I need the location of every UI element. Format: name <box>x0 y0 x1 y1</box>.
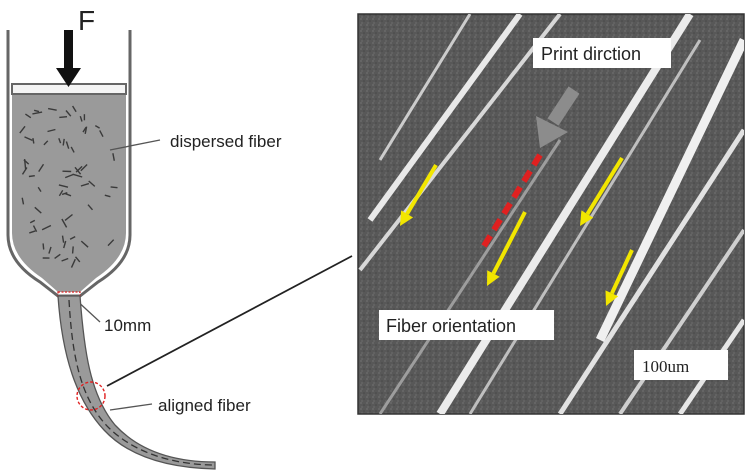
dispersed-fiber-segment <box>21 197 25 205</box>
dispersed-fiber-label: dispersed fiber <box>170 132 282 151</box>
syringe-schematic: F dispersed fiber 10mm aligned fiber <box>6 5 353 470</box>
dispersed-fiber-segment <box>82 126 87 133</box>
dispersed-fiber-segment <box>61 218 68 228</box>
dispersed-fiber-region <box>12 95 126 292</box>
dispersed-fiber-segment <box>80 240 89 248</box>
yellow-arrow-shaft <box>585 156 624 216</box>
dispersed-fiber-segment <box>88 180 96 187</box>
dispersed-fiber-segment <box>112 153 115 161</box>
yellow-arrow-head <box>605 290 619 306</box>
dispersed-fiber-segment <box>29 219 36 224</box>
print-direction-label: Print dirction <box>541 44 641 64</box>
dispersed-fiber-segment <box>43 140 49 146</box>
dispersed-fiber-segment <box>107 239 115 247</box>
dispersed-fiber-segment <box>42 243 45 250</box>
dispersed-fiber-segment <box>32 225 38 233</box>
dispersed-fiber-segment <box>65 110 72 117</box>
aligned-leader-line <box>109 403 153 411</box>
dispersed-fiber-segment <box>28 175 35 178</box>
extruded-filament <box>57 295 216 470</box>
dispersed-fiber-segment <box>61 235 65 243</box>
yellow-arrow-head <box>487 270 500 286</box>
dispersed-fiber-segment <box>58 189 64 197</box>
dispersed-fiber-segment <box>63 240 67 249</box>
nozzle-size-label: 10mm <box>104 316 151 335</box>
dispersed-fiber-segment <box>19 125 26 134</box>
sem-micrograph: Print dirction Fiber orientation 100um <box>357 13 745 415</box>
dispersed-fiber-segment <box>80 164 88 172</box>
dispersed-fiber-segment <box>29 230 36 234</box>
aligned-fiber-dashes <box>68 299 213 466</box>
dispersed-fiber-segment <box>70 146 75 153</box>
dispersed-fiber-segment <box>62 138 65 146</box>
dispersed-fiber-segment <box>99 130 104 138</box>
dispersed-fiber-segment <box>65 141 70 149</box>
yellow-arrow-shaft <box>610 249 634 295</box>
dispersed-fiber-segment <box>80 182 90 187</box>
dispersed-fibers <box>19 105 118 268</box>
dispersed-fiber-segment <box>38 163 45 172</box>
dispersed-fiber-segment <box>25 113 32 119</box>
fiber-orientation-label: Fiber orientation <box>386 316 516 336</box>
dispersed-fiber-segment <box>34 206 42 214</box>
dispersed-fiber-segment <box>59 116 68 119</box>
dispersed-fiber-segment <box>72 173 83 178</box>
force-label: F <box>78 5 95 36</box>
dispersed-fiber-segment <box>24 136 33 142</box>
dispersed-fiber-segment <box>58 138 62 144</box>
dispersed-fiber-segment <box>74 256 81 263</box>
zoom-connector-line <box>106 255 353 387</box>
dispersed-fiber-segment <box>79 115 83 122</box>
aligned-fiber-label: aligned fiber <box>158 396 251 415</box>
nozzle-marker <box>57 291 81 298</box>
dispersed-fiber-segment <box>41 224 52 231</box>
force-arrow <box>56 30 81 87</box>
yellow-arrow-shaft <box>405 163 438 215</box>
yellow-arrow-head <box>580 210 594 226</box>
dispersed-fiber-segment <box>71 246 74 254</box>
dispersed-fiber-segment <box>64 192 72 197</box>
dispersed-fiber-segment <box>104 194 111 198</box>
dispersed-fiber-segment <box>61 192 68 196</box>
fiber-orientation-arrows <box>400 156 634 306</box>
dispersed-fiber-segment <box>69 235 76 240</box>
scale-bar-label: 100um <box>642 357 689 376</box>
dispersed-fiber-segment <box>72 105 77 113</box>
dispersed-fiber-segment <box>94 124 100 129</box>
dispersed-fiber-segment <box>54 253 61 259</box>
dispersed-fiber-segment <box>23 159 27 170</box>
scale-bar-box <box>634 350 728 380</box>
sem-fibers <box>358 14 744 414</box>
dispersed-fiber-segment <box>70 258 76 268</box>
dispersed-fiber-segment <box>75 165 83 173</box>
dispersed-fiber-segment <box>110 186 118 189</box>
dispersed-fiber-segment <box>64 173 74 179</box>
magnified-spot <box>76 381 106 411</box>
dispersed-fiber-segment <box>61 257 69 262</box>
yellow-arrow-head <box>400 210 414 226</box>
fiber-orientation-box <box>379 310 554 340</box>
dispersed-fiber-segment <box>87 204 94 211</box>
print-direction-arrow <box>536 86 580 148</box>
dispersed-fiber-segment <box>32 111 43 115</box>
dispersed-fiber-segment <box>47 128 56 133</box>
dispersed-fiber-segment <box>32 137 35 144</box>
dispersed-fiber-segment <box>37 186 42 192</box>
dispersed-fiber-segment <box>47 107 57 111</box>
dispersed-leader-line <box>109 139 161 151</box>
dispersed-fiber-segment <box>48 246 52 254</box>
print-direction-box <box>533 38 671 68</box>
dispersed-fiber-segment <box>64 213 73 221</box>
dispersed-fiber-segment <box>33 109 40 113</box>
yellow-arrow-shaft <box>491 211 527 275</box>
dispersed-fiber-segment <box>58 184 69 188</box>
